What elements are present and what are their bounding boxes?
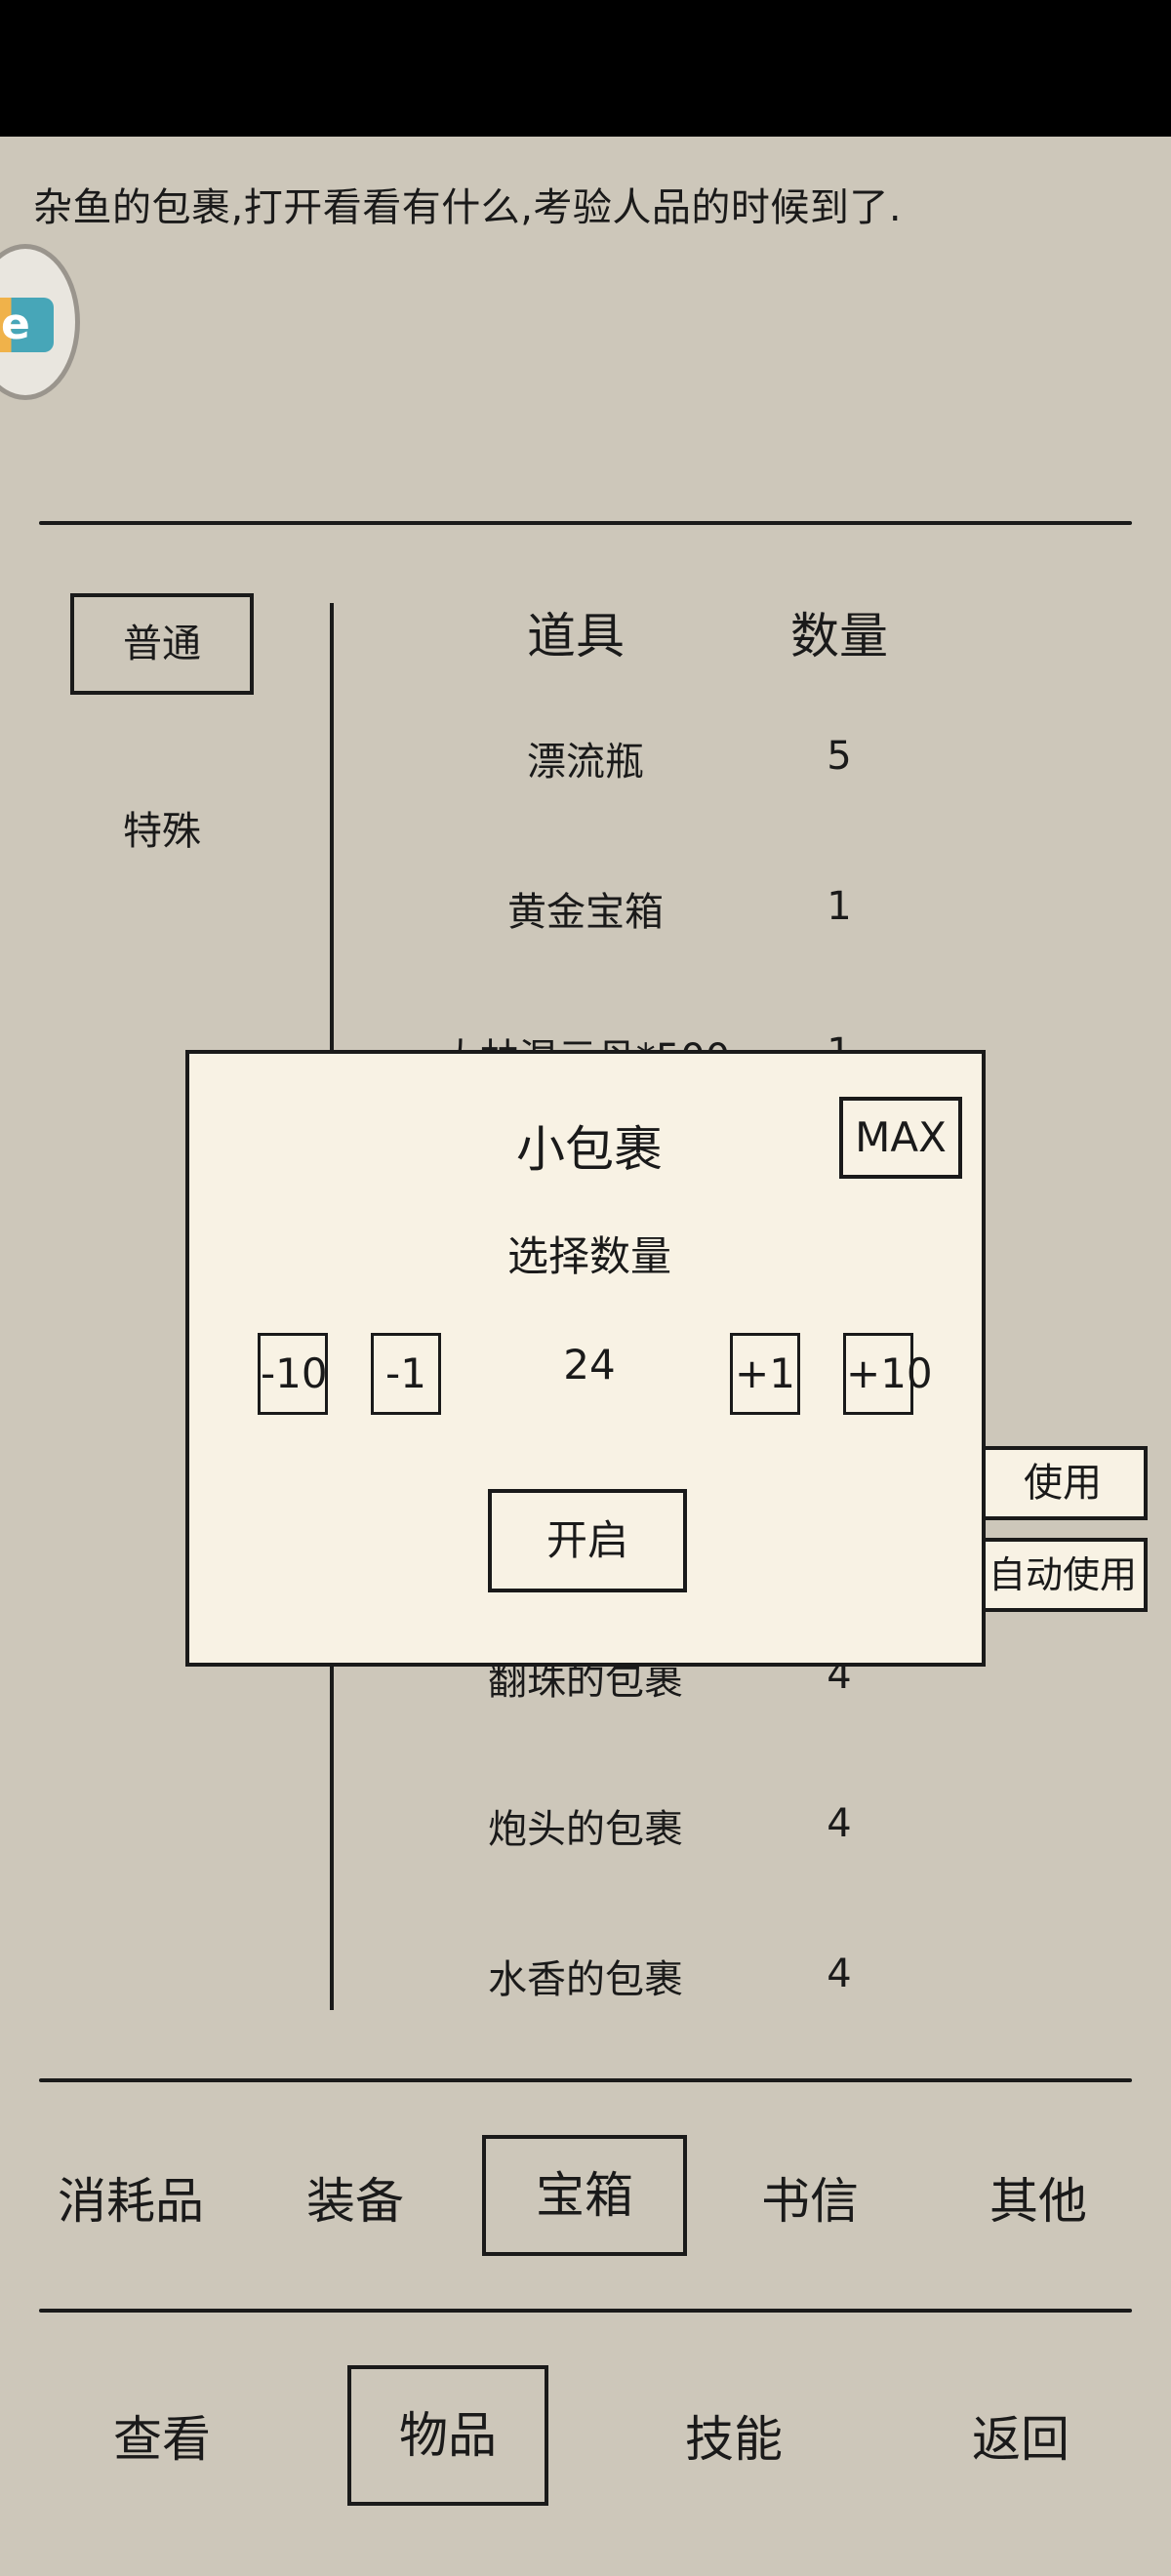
nav-view[interactable]: 查看 [113, 2411, 211, 2468]
open-button[interactable]: 开启 [488, 1489, 687, 1592]
plus-1-button[interactable]: +1 [730, 1333, 800, 1415]
tab-equipment[interactable]: 装备 [306, 2173, 404, 2230]
floating-assistant-button[interactable]: e [0, 244, 80, 400]
minus-1-button[interactable]: -1 [371, 1333, 441, 1415]
nav-back[interactable]: 返回 [972, 2411, 1070, 2468]
item-count: 5 [827, 734, 852, 779]
tab-letters[interactable]: 书信 [761, 2173, 859, 2230]
minus-10-button[interactable]: -10 [258, 1333, 328, 1415]
dialog-title: 小包裹 [516, 1121, 663, 1178]
item-name[interactable]: 炮头的包裹 [488, 1807, 683, 1852]
auto-use-button[interactable]: 自动使用 [978, 1538, 1148, 1612]
header-count: 数量 [790, 608, 888, 664]
app-logo-icon [0, 298, 54, 352]
item-count: 1 [827, 884, 852, 929]
app-logo-glyph: e [1, 300, 30, 349]
top-divider [39, 521, 1132, 525]
tab-consumables[interactable]: 消耗品 [58, 2173, 204, 2230]
header-item: 道具 [527, 608, 625, 664]
dialog-subtitle: 选择数量 [506, 1232, 671, 1280]
item-count: 4 [827, 1952, 852, 1996]
max-button[interactable]: MAX [839, 1097, 962, 1179]
nav-items[interactable]: 物品 [347, 2365, 548, 2506]
quantity-value: 24 [563, 1341, 616, 1389]
tab-others[interactable]: 其他 [989, 2173, 1087, 2230]
tab-chests[interactable]: 宝箱 [482, 2135, 687, 2256]
use-button[interactable]: 使用 [978, 1446, 1148, 1520]
item-description: 杂鱼的包裹,打开看看有什么,考验人品的时候到了. [33, 185, 903, 230]
item-count: 4 [827, 1801, 852, 1846]
item-name[interactable]: 黄金宝箱 [507, 890, 664, 935]
side-tab-special[interactable]: 特殊 [123, 809, 201, 854]
quantity-dialog: 小包裹 MAX 选择数量 -10 -1 24 +1 +10 开启 [185, 1050, 986, 1667]
category-bottom-divider [39, 2309, 1132, 2313]
plus-10-button[interactable]: +10 [843, 1333, 933, 1415]
side-tab-normal[interactable]: 普通 [70, 593, 254, 695]
category-top-divider [39, 2078, 1132, 2082]
item-name[interactable]: 漂流瓶 [527, 740, 644, 785]
item-name[interactable]: 水香的包裹 [488, 1957, 683, 2002]
status-bar [0, 0, 1171, 137]
nav-skills[interactable]: 技能 [685, 2411, 783, 2468]
